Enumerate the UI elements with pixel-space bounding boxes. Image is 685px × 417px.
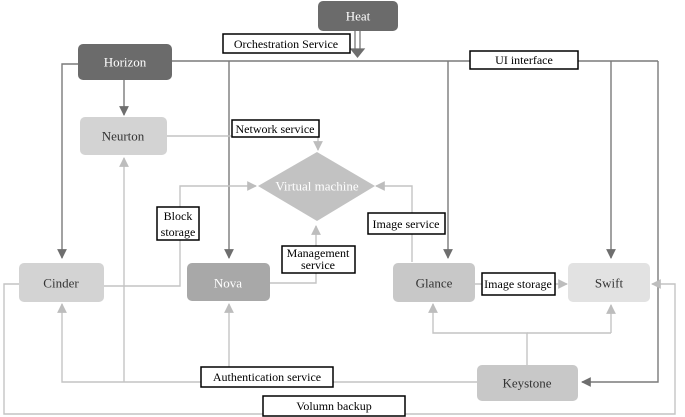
label-management-service-line1: Management (287, 246, 350, 260)
nova-to-vm-line (270, 225, 321, 284)
label-authentication-service: Authentication service (200, 366, 334, 388)
node-nova: Nova (187, 263, 270, 301)
label-volumn-backup: Volumn backup (262, 395, 406, 417)
label-network-service-text: Network service (236, 122, 315, 136)
node-neutron: Neurton (80, 117, 167, 155)
node-horizon-label: Horizon (104, 55, 147, 70)
node-vm-label: Virtual machine (275, 179, 359, 194)
node-glance-label: Glance (416, 276, 453, 291)
node-neutron-label: Neurton (102, 129, 145, 144)
label-network-service: Network service (231, 119, 320, 138)
label-orchestration-text: Orchestration Service (234, 37, 338, 51)
horizon-to-cinder-line (57, 63, 78, 259)
label-management-service: Management service (281, 245, 356, 274)
label-block-storage-line2: storage (161, 225, 196, 239)
bus-to-keystone-line (581, 61, 659, 387)
label-ui-interface: UI interface (469, 50, 579, 70)
node-heat-label: Heat (346, 9, 371, 24)
heat-orchestration-arrow (349, 31, 366, 58)
ui-connectors (57, 60, 659, 387)
keystone-auth-bus-line (57, 303, 477, 383)
label-block-storage-line1: Block (164, 209, 193, 223)
label-ui-interface-text: UI interface (495, 53, 553, 67)
node-cinder-label: Cinder (43, 276, 79, 291)
node-keystone-label: Keystone (502, 376, 551, 391)
label-image-storage-text: Image storage (484, 277, 552, 291)
node-virtual-machine: Virtual machine (258, 152, 375, 221)
node-cinder: Cinder (19, 263, 104, 302)
glance-to-vm-line (375, 181, 413, 262)
label-image-service: Image service (367, 212, 446, 235)
node-nova-label: Nova (214, 276, 242, 291)
node-heat: Heat (318, 1, 398, 31)
node-swift: Swift (568, 263, 650, 302)
label-volumn-backup-text: Volumn backup (296, 399, 371, 413)
label-image-storage: Image storage (481, 272, 556, 296)
node-swift-label: Swift (595, 276, 624, 291)
node-keystone: Keystone (477, 365, 578, 401)
label-authentication-service-text: Authentication service (213, 370, 321, 384)
node-horizon: Horizon (78, 44, 172, 80)
node-glance: Glance (393, 263, 475, 302)
neutron-to-vm-line (167, 135, 323, 151)
label-image-service-text: Image service (373, 217, 440, 231)
label-orchestration: Orchestration Service (222, 33, 351, 54)
keystone-to-glance-swift-line (428, 303, 528, 365)
label-management-service-line2: service (301, 258, 335, 272)
label-block-storage: Block storage (156, 206, 200, 241)
